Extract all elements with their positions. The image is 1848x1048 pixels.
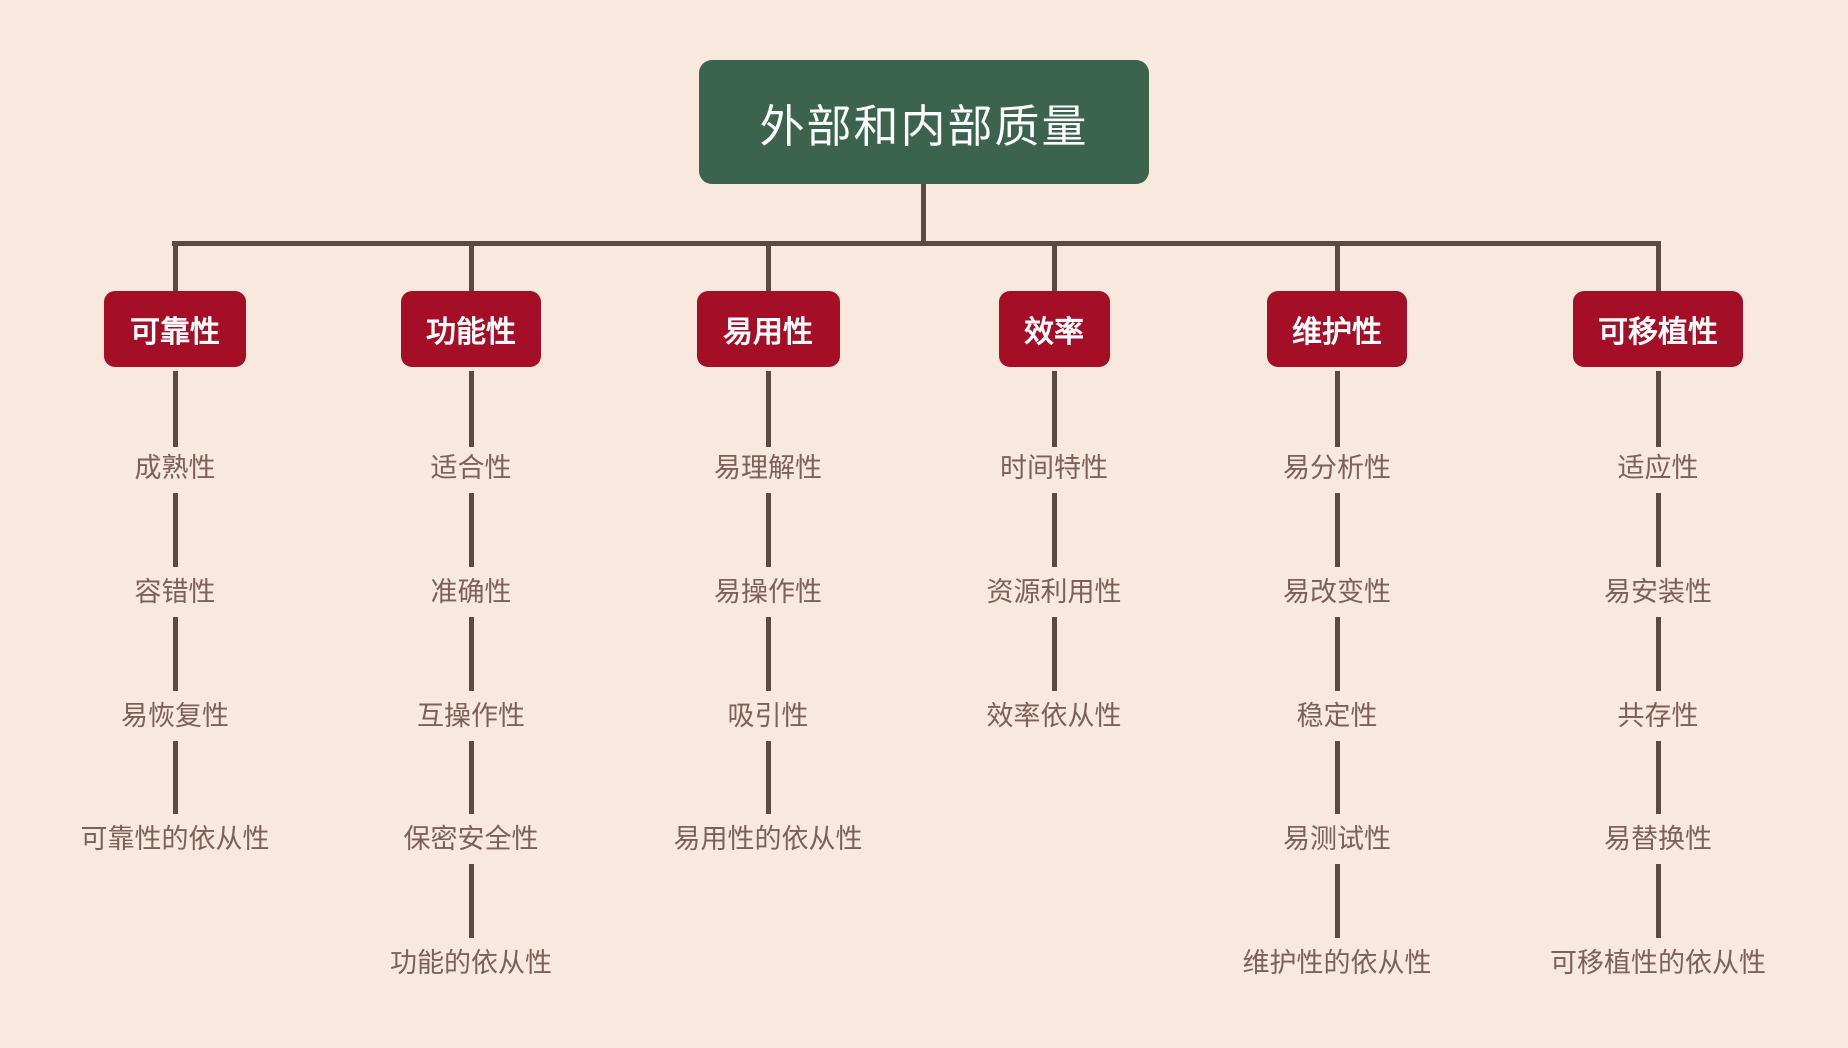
sub-item-label[interactable]: 易分析性 xyxy=(1283,453,1391,483)
sub-item-label[interactable]: 易用性的依从性 xyxy=(673,824,863,855)
branch-node-1[interactable]: 可靠性 xyxy=(104,291,246,367)
sub-item-label[interactable]: 可移植性的依从性 xyxy=(1550,948,1766,978)
sub-item-label[interactable]: 易恢复性 xyxy=(121,700,229,731)
branch-node-5[interactable]: 维护性 xyxy=(1267,291,1407,367)
connector-root-stub xyxy=(921,184,926,246)
sub-item-label[interactable]: 效率依从性 xyxy=(986,700,1122,731)
connector-item-segment xyxy=(1334,616,1340,691)
connector-item-segment xyxy=(468,740,474,815)
sub-item-label[interactable]: 功能的依从性 xyxy=(390,948,552,978)
connector-item-segment xyxy=(1655,371,1661,447)
connector-item-segment xyxy=(172,740,178,815)
connector-item-segment xyxy=(1334,371,1340,447)
sub-item-label[interactable]: 互操作性 xyxy=(417,700,525,731)
sub-item-label[interactable]: 容错性 xyxy=(134,576,216,607)
connector-item-segment xyxy=(1655,493,1661,567)
branch-node-3[interactable]: 易用性 xyxy=(696,291,840,367)
branch-node-6[interactable]: 可移植性 xyxy=(1573,291,1743,367)
sub-item-label[interactable]: 维护性的依从性 xyxy=(1242,948,1432,978)
connector-item-segment xyxy=(468,371,474,447)
sub-item-label[interactable]: 资源利用性 xyxy=(986,576,1122,607)
connector-branch-stub xyxy=(1655,246,1661,291)
connector-branch-stub xyxy=(765,246,771,291)
sub-item-label[interactable]: 适应性 xyxy=(1617,453,1699,483)
connector-item-segment xyxy=(1051,371,1057,447)
connector-item-segment xyxy=(765,493,771,567)
connector-item-segment xyxy=(468,493,474,567)
branch-node-4[interactable]: 效率 xyxy=(998,291,1110,367)
connector-item-segment xyxy=(765,616,771,691)
connector-item-segment xyxy=(1334,740,1340,815)
root-node-label: 外部和内部质量 xyxy=(759,100,1089,152)
connector-branch-stub xyxy=(172,246,178,291)
sub-item-label[interactable]: 时间特性 xyxy=(1000,453,1108,483)
sub-item-label[interactable]: 易替换性 xyxy=(1604,824,1712,855)
sub-item-label[interactable]: 成熟性 xyxy=(134,453,216,483)
branch-node-label: 维护性 xyxy=(1292,316,1382,349)
sub-item-label[interactable]: 易测试性 xyxy=(1283,824,1391,855)
connector-item-segment xyxy=(172,371,178,447)
connector-branch-stub xyxy=(468,246,474,291)
branch-node-label: 效率 xyxy=(1024,316,1084,349)
sub-item-label[interactable]: 易理解性 xyxy=(714,453,822,483)
sub-item-label[interactable]: 易操作性 xyxy=(714,576,822,607)
sub-item-label[interactable]: 共存性 xyxy=(1617,700,1699,731)
connector-item-segment xyxy=(468,864,474,938)
connector-item-segment xyxy=(765,740,771,815)
connector-item-segment xyxy=(468,616,474,691)
connector-item-segment xyxy=(1051,493,1057,567)
connector-branch-stub xyxy=(1051,246,1057,291)
connector-horizontal xyxy=(172,241,1661,246)
sub-item-label[interactable]: 稳定性 xyxy=(1296,700,1378,731)
root-node[interactable]: 外部和内部质量 xyxy=(699,60,1149,184)
sub-item-label[interactable]: 适合性 xyxy=(430,453,512,483)
connector-item-segment xyxy=(1334,493,1340,567)
sub-item-label[interactable]: 易安装性 xyxy=(1604,576,1712,607)
branch-node-label: 功能性 xyxy=(426,316,516,349)
sub-item-label[interactable]: 易改变性 xyxy=(1283,576,1391,607)
connector-item-segment xyxy=(1655,616,1661,691)
sub-item-label[interactable]: 吸引性 xyxy=(727,700,809,731)
connector-item-segment xyxy=(172,493,178,567)
sub-item-label[interactable]: 可靠性的依从性 xyxy=(80,824,270,855)
branch-node-label: 可移植性 xyxy=(1598,316,1718,349)
connector-item-segment xyxy=(765,371,771,447)
connector-item-segment xyxy=(1051,616,1057,691)
connector-item-segment xyxy=(1334,864,1340,938)
sub-item-label[interactable]: 准确性 xyxy=(430,576,512,607)
sub-item-label[interactable]: 保密安全性 xyxy=(403,824,539,855)
branch-node-label: 易用性 xyxy=(723,316,813,349)
branch-node-label: 可靠性 xyxy=(130,316,220,349)
connector-item-segment xyxy=(172,616,178,691)
branch-node-2[interactable]: 功能性 xyxy=(401,291,541,367)
connector-item-segment xyxy=(1655,740,1661,815)
connector-branch-stub xyxy=(1334,246,1340,291)
connector-item-segment xyxy=(1655,864,1661,938)
